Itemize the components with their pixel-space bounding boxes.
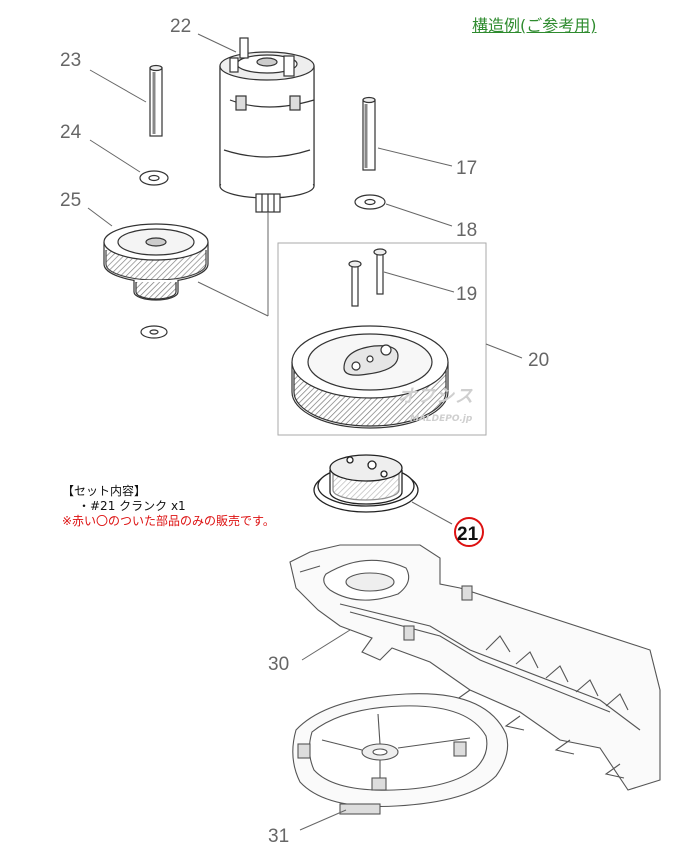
- part-number-25: 25: [60, 190, 81, 211]
- part-number-23: 23: [60, 50, 81, 71]
- part-number-22: 22: [170, 16, 191, 37]
- pin-part-23: [149, 64, 163, 137]
- highlight-circle: [454, 517, 484, 547]
- part-number-17: 17: [456, 158, 477, 179]
- part-number-21: 21: [457, 524, 479, 545]
- diagram-title: 構造例(ご参考用): [472, 16, 597, 35]
- watermark-site: MALDEPO.jp: [410, 414, 473, 424]
- pin-part-17: [362, 96, 376, 171]
- set-contents-heading: 【セット内容】: [62, 484, 147, 498]
- subassembly-frame: [277, 242, 487, 436]
- part-number-18: 18: [456, 220, 477, 241]
- part-number-20: 20: [528, 350, 549, 371]
- crank-part-21: [313, 454, 419, 513]
- part-number-24: 24: [60, 122, 82, 143]
- large-gear-part-20: [291, 325, 449, 429]
- washer-part-lower: [140, 325, 168, 339]
- set-contents-item: ・#21 クランク x1: [78, 499, 186, 513]
- washer-part-18: [354, 194, 386, 210]
- motor-part: [219, 37, 315, 213]
- cover-part-31: [292, 693, 509, 815]
- part-number-30: 30: [268, 654, 289, 675]
- part-number-19: 19: [456, 284, 477, 305]
- leader-lines: [87, 33, 523, 831]
- blade-part-30: [289, 544, 661, 791]
- watermark-logo: オフシス: [398, 386, 474, 407]
- gear-part-25: [103, 223, 209, 301]
- sale-note: ※赤い〇のついた部品のみの販売です。: [62, 514, 275, 528]
- pins-part-19: [348, 248, 387, 307]
- part-number-31: 31: [268, 826, 289, 847]
- set-contents-box: 【セット内容】 ・#21 クランク x1 ※赤い〇のついた部品のみの販売です。: [62, 484, 275, 529]
- washer-part-24: [139, 170, 169, 186]
